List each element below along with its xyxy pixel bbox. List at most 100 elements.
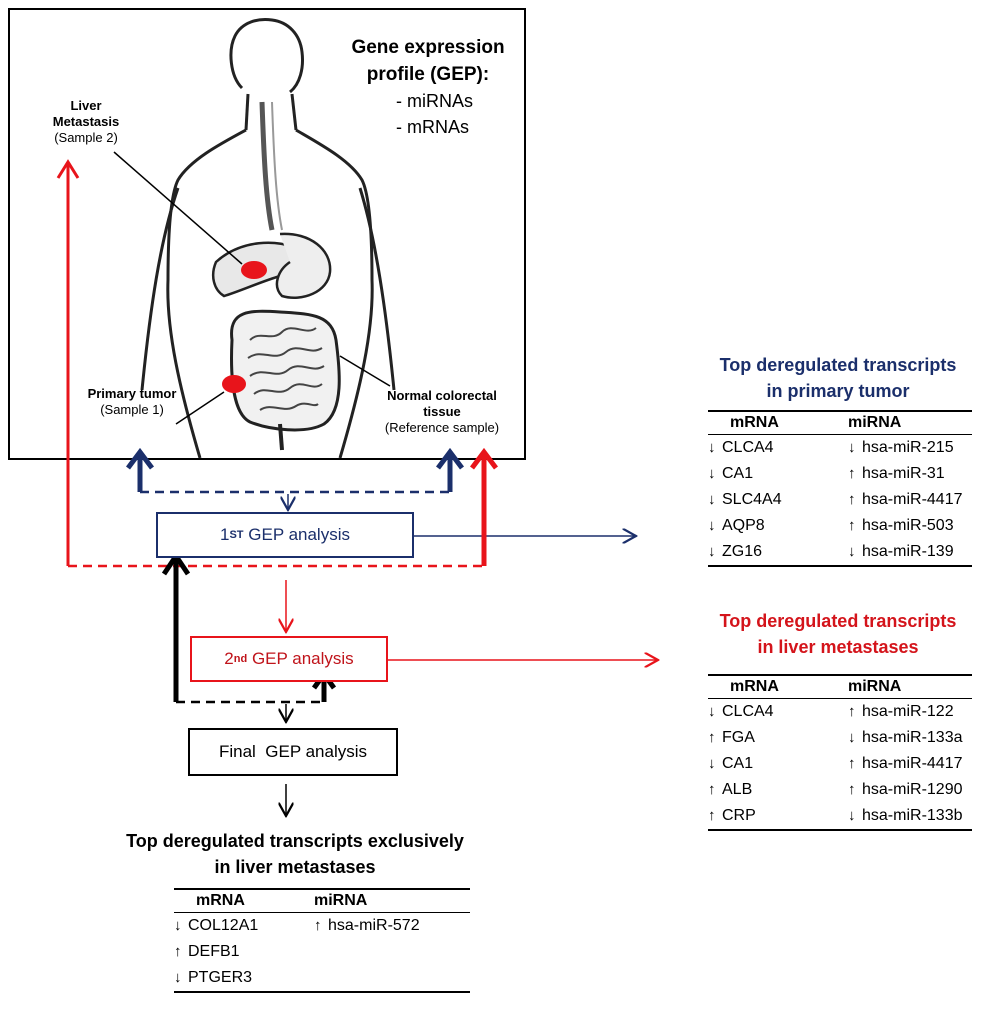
- mrna-name: ZG16: [722, 542, 763, 560]
- primary-col-mrna: mRNA: [730, 414, 779, 431]
- table-row: ↓ SLC4A4 ↑ hsa-miR-4417: [708, 487, 972, 513]
- mrna-name: CA1: [722, 754, 754, 772]
- primary-label-line1: Primary tumor: [87, 386, 177, 401]
- table-row: ↑CRP↓hsa-miR-133b: [708, 803, 972, 831]
- arrow-down-icon: ↓: [174, 916, 182, 934]
- primary-label-line2: (Sample 1): [100, 402, 164, 417]
- table-row: ↓ CA1 ↑ hsa-miR-4417: [708, 751, 972, 777]
- table-row: ↓ ZG16 ↓hsa-miR-139: [708, 539, 972, 567]
- arrow-up-icon: ↑: [174, 942, 182, 960]
- table-row: ↑ALB ↑ hsa-miR-1290: [708, 777, 972, 803]
- mrna-cell: ↓ CA1: [708, 751, 842, 777]
- liver-table-title-line1: Top deregulated transcripts: [719, 611, 957, 631]
- gep-title-line2: profile (GEP):: [366, 64, 490, 85]
- second-gep-sup: nd: [233, 653, 248, 665]
- body-illustration: [113, 18, 396, 458]
- primary-table-body: ↓CLCA4↓hsa-miR-215↓CA1↑hsa-miR-31↓SLC4A4…: [708, 435, 972, 567]
- mrna-name: AQP8: [722, 516, 765, 534]
- arrow-up-icon: ↑: [314, 916, 322, 934]
- mirna-cell: ↑hsa-miR-31: [842, 461, 972, 487]
- mrna-cell: ↑ DEFB1: [174, 939, 308, 965]
- mirna-name: hsa-miR-31: [862, 464, 945, 482]
- mrna-cell: ↓ CLCA4: [708, 435, 842, 462]
- normal-tissue-label: Normal colorectal tissue (Reference samp…: [362, 388, 522, 436]
- liver-tumor-marker: [241, 261, 267, 279]
- mrna-cell: ↑ALB: [708, 777, 842, 803]
- gep-title-line1: Gene expression: [351, 37, 505, 58]
- arrow-down-icon: ↓: [174, 968, 182, 986]
- arrow-down-icon: ↓: [708, 438, 716, 456]
- mrna-name: ALB: [722, 780, 753, 798]
- arrow-up-icon: ↑: [848, 516, 856, 534]
- arrow-down-icon: ↓: [708, 542, 716, 560]
- mrna-cell: ↓ ZG16: [708, 539, 842, 567]
- mirna-cell: ↑ hsa-miR-4417: [842, 487, 972, 513]
- arrow-down-icon: ↓: [708, 490, 716, 508]
- mirna-name: hsa-miR-122: [862, 702, 954, 720]
- table-row: ↑ DEFB1: [174, 939, 470, 965]
- table-row: ↓ AQP8 ↑ hsa-miR-503: [708, 513, 972, 539]
- mirna-cell: ↑ hsa-miR-503: [842, 513, 972, 539]
- arrow-up-icon: ↑: [708, 806, 716, 824]
- mirna-name: hsa-miR-503: [862, 516, 954, 534]
- mirna-cell: ↑ hsa-miR-122: [842, 699, 972, 726]
- mirna-cell: ↓hsa-miR-133b: [842, 803, 972, 831]
- primary-tumor-marker: [222, 375, 246, 393]
- exclusive-col-mirna: miRNA: [314, 892, 368, 909]
- mrna-name: DEFB1: [188, 942, 240, 960]
- mrna-cell: ↓ PTGER3: [174, 965, 308, 993]
- normal-label-line1: Normal colorectal: [387, 388, 497, 403]
- mirna-name: hsa-miR-133a: [862, 728, 963, 746]
- second-gep-suffix: GEP analysis: [247, 649, 354, 668]
- arrow-down-icon: ↓: [708, 516, 716, 534]
- table-row: ↓ COL12A1 ↑hsa-miR-572: [174, 913, 470, 940]
- exclusive-table: mRNA miRNA ↓COL12A1↑hsa-miR-572↑DEFB1↓PT…: [174, 888, 470, 993]
- red-up-arrow-right: [470, 447, 498, 566]
- primary-tumor-table: mRNA miRNA ↓CLCA4↓hsa-miR-215↓CA1↑hsa-mi…: [708, 410, 972, 567]
- arrow-up-icon: ↑: [848, 780, 856, 798]
- exclusive-section: Top deregulated transcripts exclusively …: [96, 828, 494, 993]
- mrna-cell: ↑FGA: [708, 725, 842, 751]
- table-row: ↓ CLCA4 ↓ hsa-miR-215: [708, 435, 972, 462]
- mrna-name: CLCA4: [722, 438, 774, 456]
- liver-label-line1: Liver: [70, 98, 102, 113]
- mrna-cell: ↓CA1: [708, 461, 842, 487]
- gep-info: Gene expression profile (GEP): - miRNAs …: [330, 34, 526, 140]
- exclusive-table-body: ↓COL12A1↑hsa-miR-572↑DEFB1↓PTGER3: [174, 913, 470, 993]
- liver-table-body: ↓CLCA4↑hsa-miR-122↑FGA↓hsa-miR-133a↓CA1↑…: [708, 699, 972, 831]
- mirna-cell: ↓hsa-miR-139: [842, 539, 972, 567]
- liver-label-line2: Metastasis: [52, 114, 120, 129]
- table-row: ↓ PTGER3: [174, 965, 470, 993]
- primary-table-title-line2: in primary tumor: [766, 381, 910, 401]
- liver-table-title-line2: in liver metastases: [757, 637, 919, 657]
- mrna-name: FGA: [722, 728, 755, 746]
- arrow-down-icon: ↓: [708, 702, 716, 720]
- mrna-name: CA1: [722, 464, 754, 482]
- mirna-name: hsa-miR-215: [862, 438, 954, 456]
- mirna-cell: ↓ hsa-miR-133a: [842, 725, 972, 751]
- mirna-name: hsa-miR-4417: [862, 754, 963, 772]
- mirna-cell: ↓ hsa-miR-215: [842, 435, 972, 462]
- normal-leader-line: [339, 355, 391, 387]
- arrow-down-icon: ↓: [848, 438, 856, 456]
- arrow-down-icon: ↓: [708, 754, 716, 772]
- arrow-up-icon: ↑: [848, 702, 856, 720]
- mrna-cell: ↓ AQP8: [708, 513, 842, 539]
- primary-leader-line: [175, 391, 225, 425]
- mirna-name: hsa-miR-1290: [862, 780, 963, 798]
- anatomy-panel: Gene expression profile (GEP): - miRNAs …: [8, 8, 526, 460]
- primary-table-title-line1: Top deregulated transcripts: [719, 355, 957, 375]
- mrna-name: COL12A1: [188, 916, 259, 934]
- mrna-name: PTGER3: [188, 968, 253, 986]
- first-gep-suffix: GEP analysis: [243, 525, 350, 544]
- table-row: ↑FGA ↓ hsa-miR-133a: [708, 725, 972, 751]
- mirna-name: hsa-miR-4417: [862, 490, 963, 508]
- arrow-up-icon: ↑: [848, 490, 856, 508]
- mrna-cell: ↓ COL12A1: [174, 913, 308, 940]
- arrow-up-icon: ↑: [848, 754, 856, 772]
- primary-tumor-section: Top deregulated transcripts in primary t…: [690, 352, 986, 567]
- arrow-down-icon: ↓: [848, 728, 856, 746]
- mrna-name: SLC4A4: [722, 490, 782, 508]
- table-row: ↓CA1↑hsa-miR-31: [708, 461, 972, 487]
- mirna-cell: ↑hsa-miR-572: [308, 913, 470, 940]
